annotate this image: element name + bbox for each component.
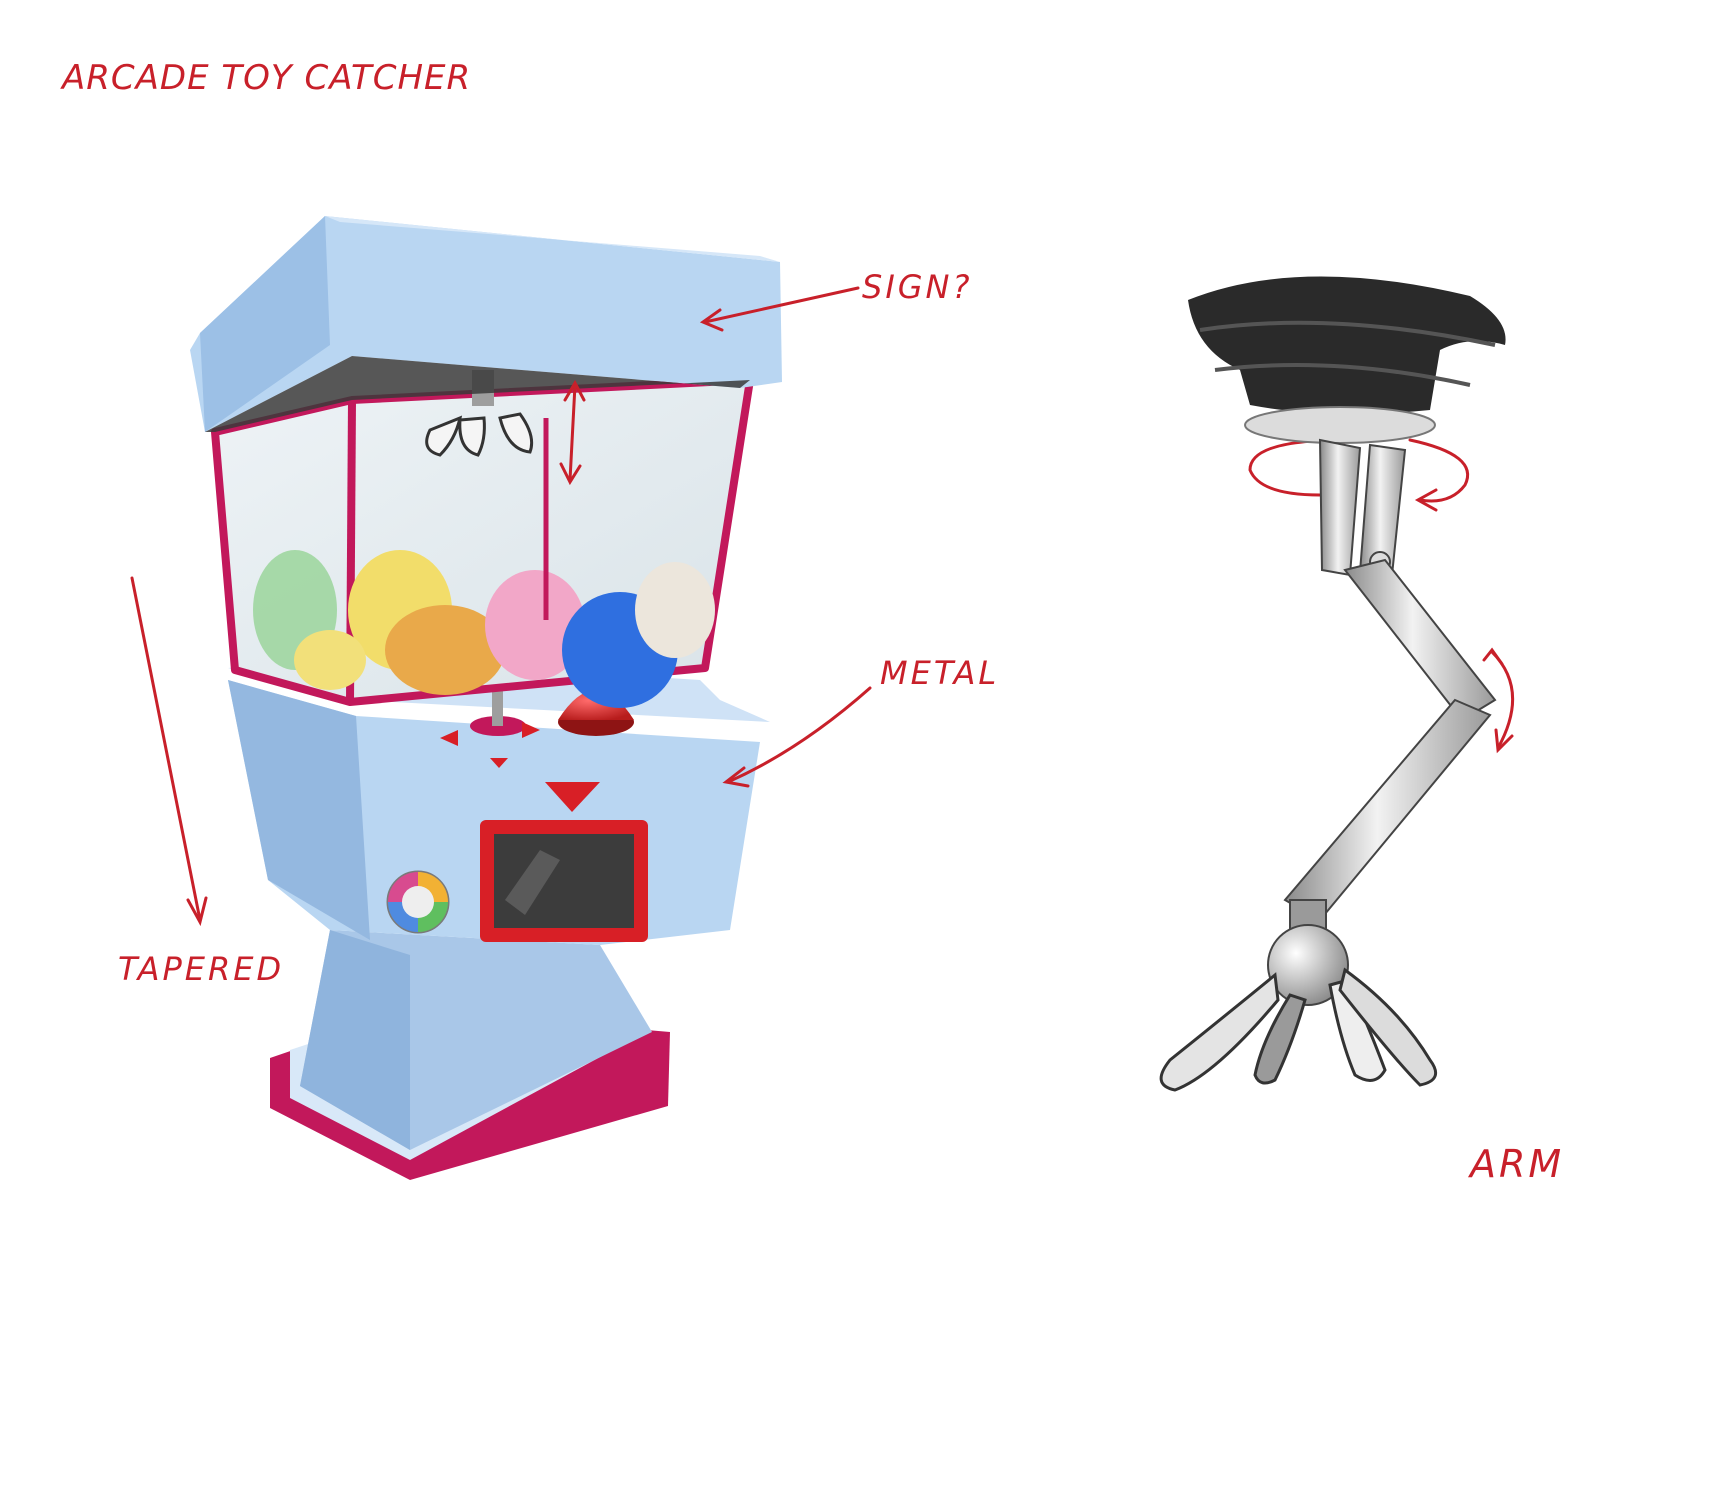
annotation-arm: ARM [1470,1142,1565,1186]
arm-wrist [1267,924,1349,1006]
claw-machine [190,216,782,1180]
annotation-arrows [130,286,1515,927]
annotation-metal: METAL [880,654,1000,692]
sign-top [190,216,782,432]
annotation-tapered: TAPERED [118,950,285,988]
arm-fingers [1159,967,1438,1092]
sign-underside [205,356,750,432]
robot-arm [1159,276,1506,1092]
arm-mount [1188,276,1506,414]
plush-toys [253,550,715,708]
annotation-sign: SIGN? [862,268,973,306]
drop-indicator [545,782,600,812]
sheet-title: ARCADE TOY CATCHER [62,58,472,98]
